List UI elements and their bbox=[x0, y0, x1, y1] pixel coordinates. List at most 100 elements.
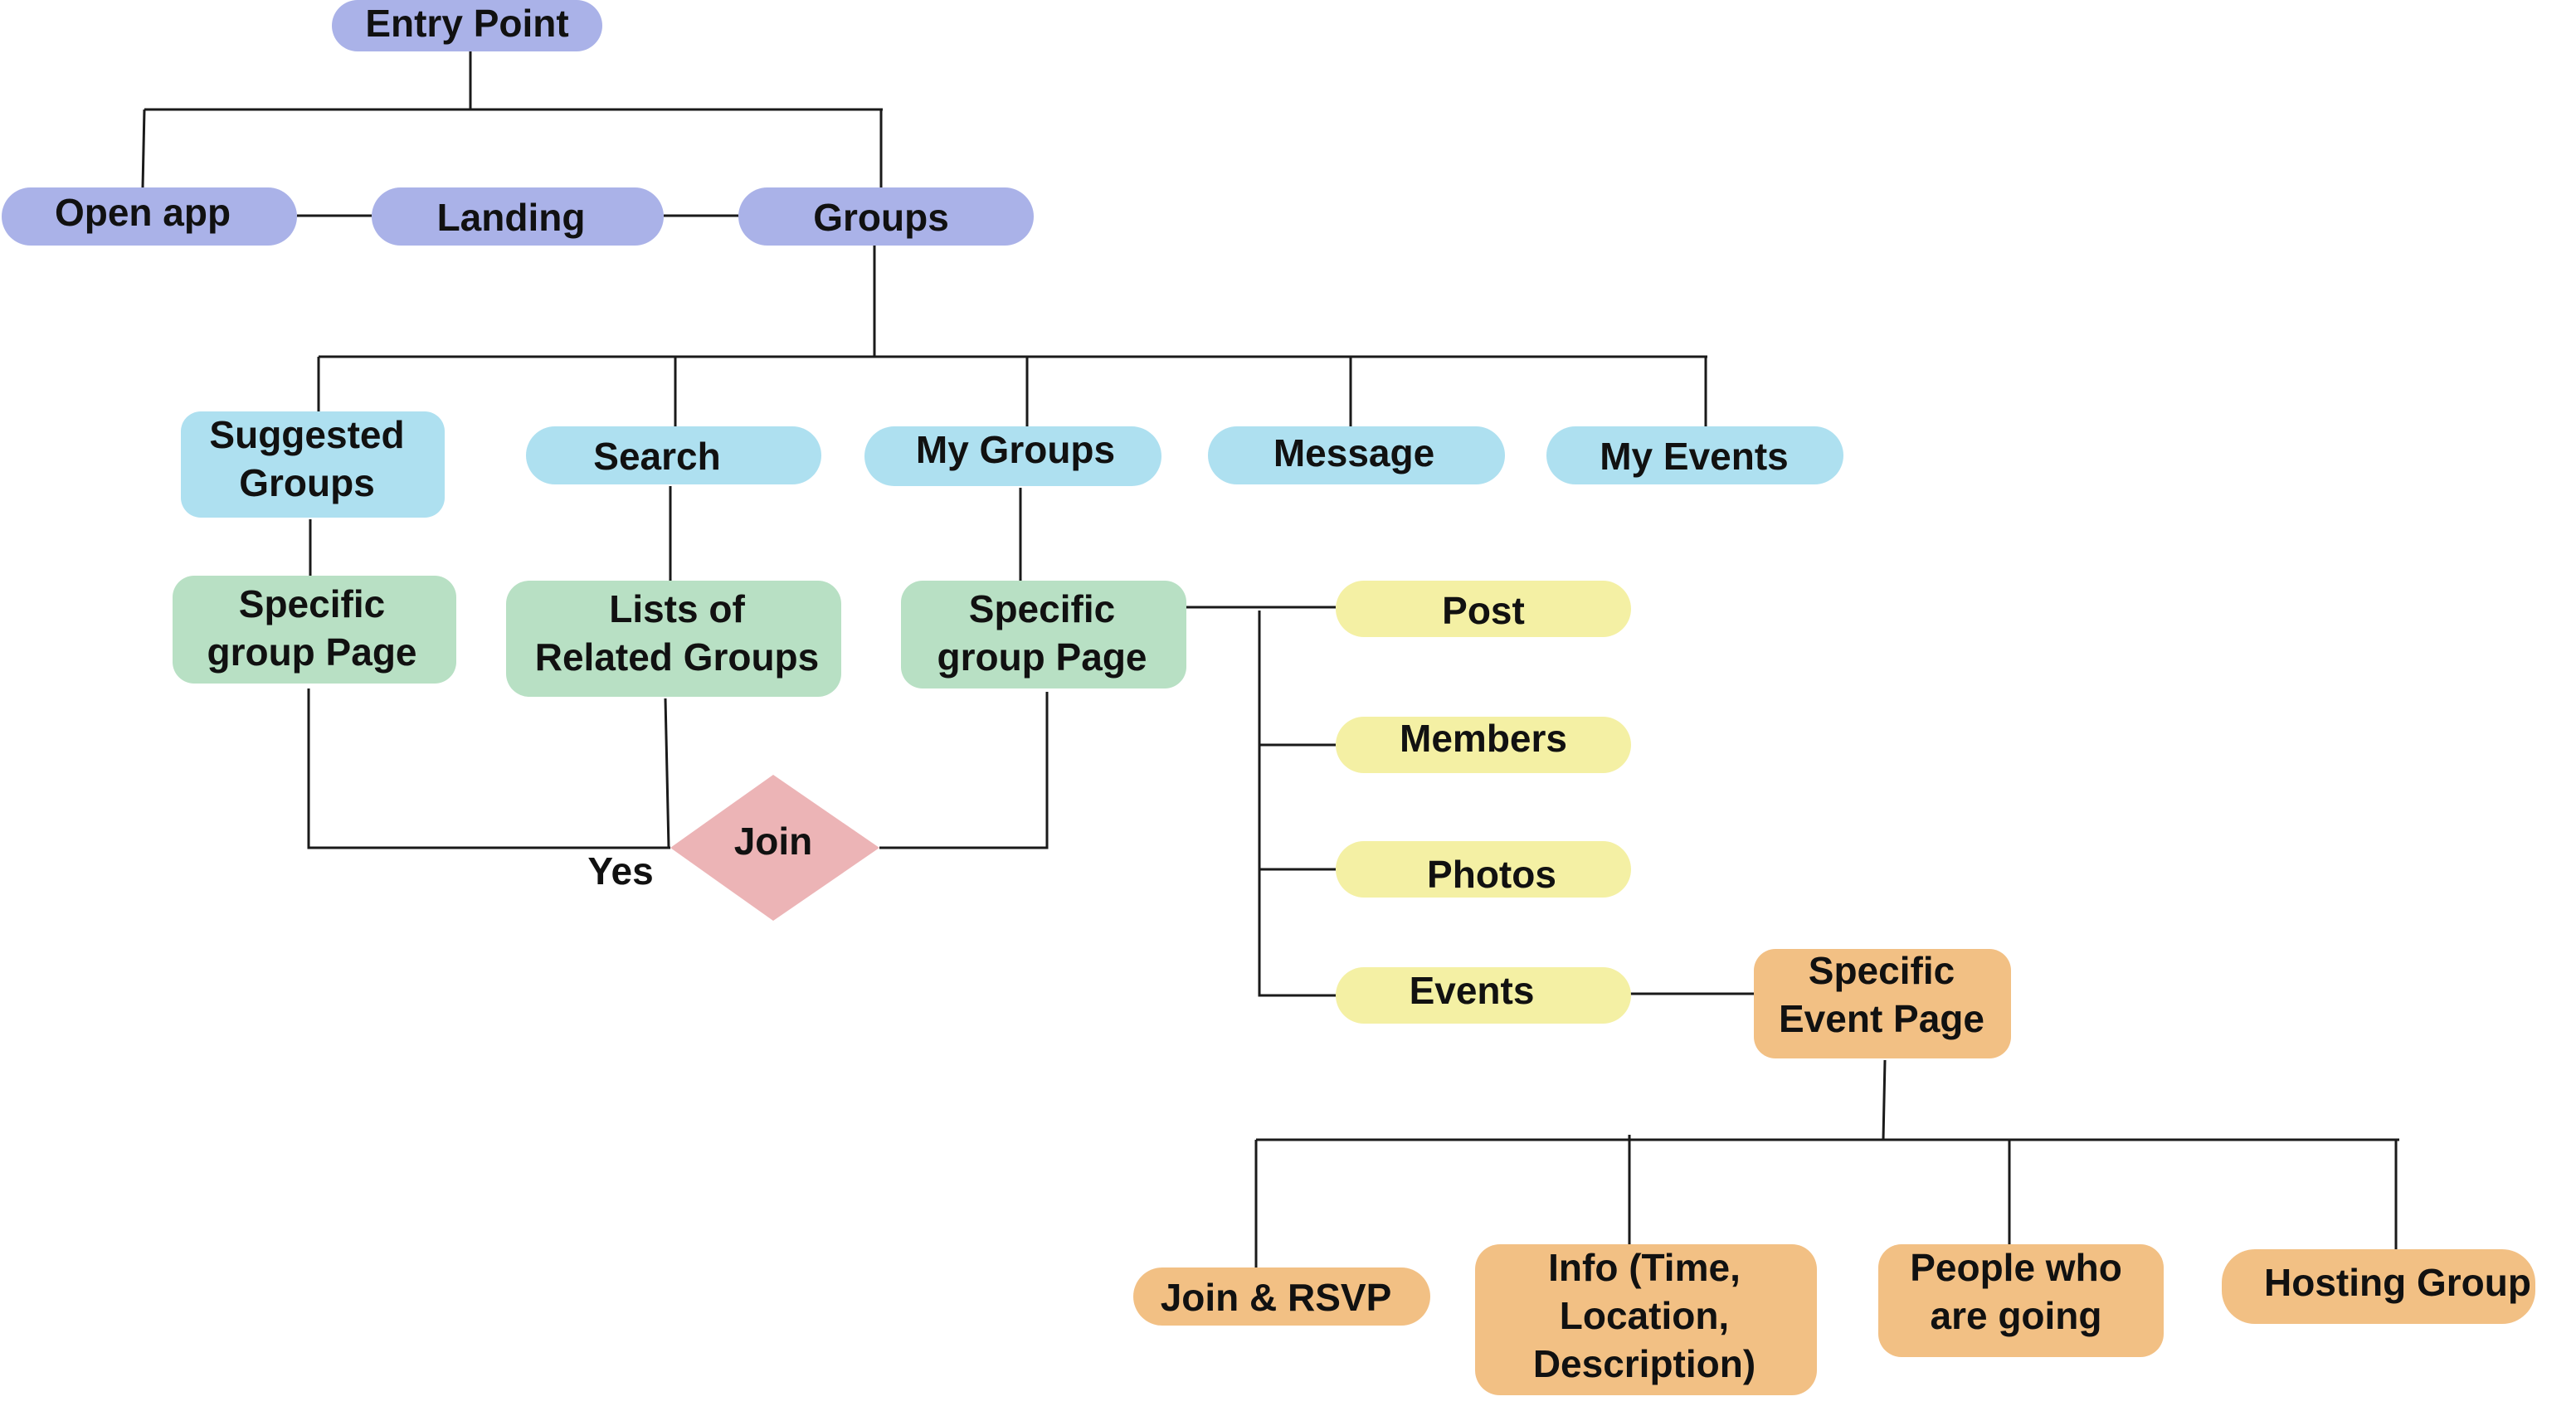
label-line: Join bbox=[734, 820, 813, 863]
label-line: Specific bbox=[969, 587, 1115, 630]
node-label: Join & RSVP bbox=[1161, 1276, 1392, 1319]
node-specific-group-page-1: Specific group Page bbox=[173, 576, 456, 684]
node-shape bbox=[1336, 841, 1631, 898]
node-label: Message bbox=[1273, 431, 1434, 474]
node-label: Search bbox=[593, 435, 720, 478]
node-label: Events bbox=[1410, 969, 1535, 1012]
node-post: Post bbox=[1336, 581, 1631, 637]
node-shape bbox=[1546, 426, 1843, 484]
label-line: Related Groups bbox=[535, 635, 820, 679]
label-line: group Page bbox=[937, 635, 1147, 679]
connector-lines bbox=[141, 50, 2399, 1267]
connector bbox=[1258, 611, 1337, 997]
node-specific-group-page-2: Specific group Page bbox=[901, 581, 1186, 688]
node-shape bbox=[1336, 581, 1631, 637]
node-my-events: My Events bbox=[1546, 426, 1843, 484]
connector bbox=[664, 698, 670, 849]
node-label: Specific group Page bbox=[207, 582, 416, 674]
node-members: Members bbox=[1336, 717, 1631, 773]
connector bbox=[1882, 1059, 1887, 1141]
node-label: Groups bbox=[813, 196, 949, 239]
node-label: Open app bbox=[55, 191, 231, 234]
label-line: My Groups bbox=[916, 428, 1115, 471]
label-line: Open app bbox=[55, 191, 231, 234]
node-shape bbox=[1208, 426, 1505, 484]
node-shape bbox=[2, 187, 297, 246]
label-line: Specific bbox=[239, 582, 385, 625]
node-label: People who are going bbox=[1910, 1246, 2122, 1337]
node-search: Search bbox=[526, 426, 821, 484]
node-shape bbox=[526, 426, 821, 484]
label-line: Suggested bbox=[209, 413, 404, 456]
node-shape bbox=[1754, 949, 2011, 1058]
node-groups: Groups bbox=[738, 187, 1034, 246]
diagram-nodes: Entry Point Open app Landing Groups Sugg… bbox=[2, 0, 2535, 1395]
edge-label-yes: Yes bbox=[587, 849, 653, 893]
label-line: Description) bbox=[1533, 1342, 1755, 1385]
node-message: Message bbox=[1208, 426, 1505, 484]
node-photos: Photos bbox=[1336, 841, 1631, 898]
label-line: Photos bbox=[1427, 853, 1556, 896]
node-label: My Events bbox=[1600, 435, 1789, 478]
node-label: Specific group Page bbox=[937, 587, 1147, 679]
label-line: are going bbox=[1930, 1294, 2101, 1337]
node-label: Entry Point bbox=[365, 2, 568, 45]
node-shape bbox=[1878, 1244, 2164, 1357]
decision-shape bbox=[670, 775, 879, 921]
node-hosting-group: Hosting Group bbox=[2222, 1249, 2535, 1324]
label-line: My Events bbox=[1600, 435, 1789, 478]
label-line: Location, bbox=[1560, 1294, 1729, 1337]
connector bbox=[879, 692, 1049, 849]
label-line: Lists of bbox=[609, 587, 745, 630]
label-line: Search bbox=[593, 435, 720, 478]
node-shape bbox=[901, 581, 1186, 688]
label-line: Groups bbox=[813, 196, 949, 239]
node-landing: Landing bbox=[372, 187, 664, 246]
node-entry-point: Entry Point bbox=[332, 0, 602, 51]
label-line: People who bbox=[1910, 1246, 2122, 1289]
node-shape bbox=[332, 0, 602, 51]
node-label: Lists of Related Groups bbox=[535, 587, 820, 679]
node-open-app: Open app bbox=[2, 187, 297, 246]
node-shape bbox=[173, 576, 456, 684]
node-info: Info (Time, Location, Description) bbox=[1475, 1244, 1817, 1395]
label-line: Join & RSVP bbox=[1161, 1276, 1392, 1319]
node-people-going: People who are going bbox=[1878, 1244, 2164, 1357]
node-label: Post bbox=[1442, 589, 1525, 632]
label-line: Hosting Group bbox=[2264, 1261, 2531, 1304]
connector bbox=[141, 109, 146, 188]
node-events: Events bbox=[1336, 967, 1631, 1024]
node-label: Members bbox=[1400, 717, 1567, 760]
label-line: Info (Time, bbox=[1548, 1246, 1741, 1289]
node-shape bbox=[372, 187, 664, 246]
label-line: Specific bbox=[1809, 949, 1955, 992]
node-shape bbox=[1133, 1267, 1430, 1326]
node-label: Hosting Group bbox=[2264, 1261, 2531, 1304]
label-line: Event Page bbox=[1779, 997, 1984, 1040]
node-shape bbox=[1475, 1244, 1817, 1395]
node-label: Photos bbox=[1427, 853, 1556, 896]
decision-join: Join bbox=[670, 775, 879, 921]
label-line: Post bbox=[1442, 589, 1525, 632]
node-label: Info (Time, Location, Description) bbox=[1533, 1246, 1755, 1385]
node-shape bbox=[181, 411, 445, 518]
node-lists-of-related-groups: Lists of Related Groups bbox=[506, 581, 841, 697]
node-label: Landing bbox=[437, 196, 586, 239]
node-shape bbox=[2222, 1249, 2535, 1324]
decision-label: Join bbox=[734, 820, 813, 863]
label-line: group Page bbox=[207, 630, 416, 674]
label-line: Groups bbox=[239, 461, 375, 504]
label-line: Landing bbox=[437, 196, 586, 239]
label-line: Entry Point bbox=[365, 2, 568, 45]
node-label: My Groups bbox=[916, 428, 1115, 471]
node-shape bbox=[864, 426, 1161, 486]
node-shape bbox=[1336, 967, 1631, 1024]
node-join-rsvp: Join & RSVP bbox=[1133, 1267, 1430, 1326]
label-line: Message bbox=[1273, 431, 1434, 474]
node-shape bbox=[1336, 717, 1631, 773]
